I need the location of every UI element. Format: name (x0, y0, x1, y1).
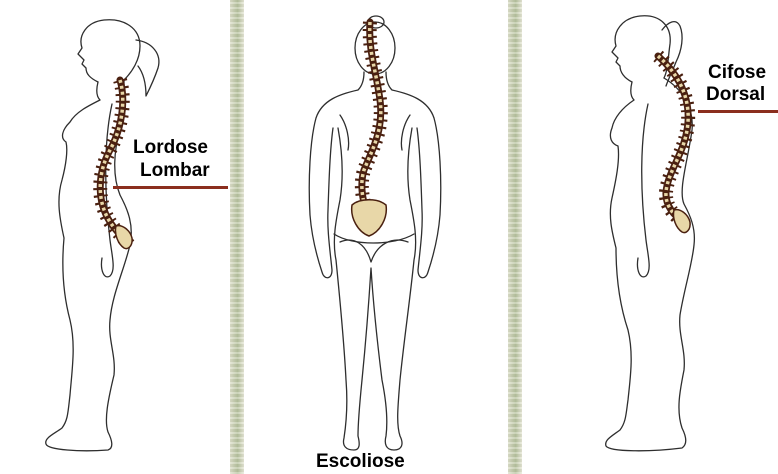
callout-line-cifose (698, 110, 778, 113)
figure-lordose (46, 20, 159, 451)
left-arm-outline (309, 72, 364, 278)
label-escoliose: Escoliose (316, 451, 405, 473)
callout-line-lordose (113, 186, 228, 189)
head-outline (612, 16, 670, 82)
label-cifose-line1: Cifose (708, 62, 766, 84)
spine-lordose (100, 80, 132, 249)
body-outline (606, 78, 695, 451)
sacrum (352, 200, 387, 236)
label-cifose-line2: Dorsal (706, 84, 765, 106)
right-arm-outline (386, 72, 441, 278)
torso-legs-outline (334, 128, 415, 450)
spine-escoliose (352, 22, 387, 236)
arm-outline (637, 104, 649, 277)
head-outline (78, 20, 140, 96)
label-lordose-line2: Lombar (140, 160, 210, 182)
sacrum (673, 210, 690, 233)
figure-cifose (606, 16, 695, 451)
figure-escoliose (309, 16, 441, 450)
label-lordose-line1: Lordose (133, 137, 208, 159)
right-scapula-line (401, 115, 410, 150)
sacrum (115, 226, 132, 249)
left-scapula-line (340, 115, 349, 150)
pelvis-line (334, 234, 414, 243)
